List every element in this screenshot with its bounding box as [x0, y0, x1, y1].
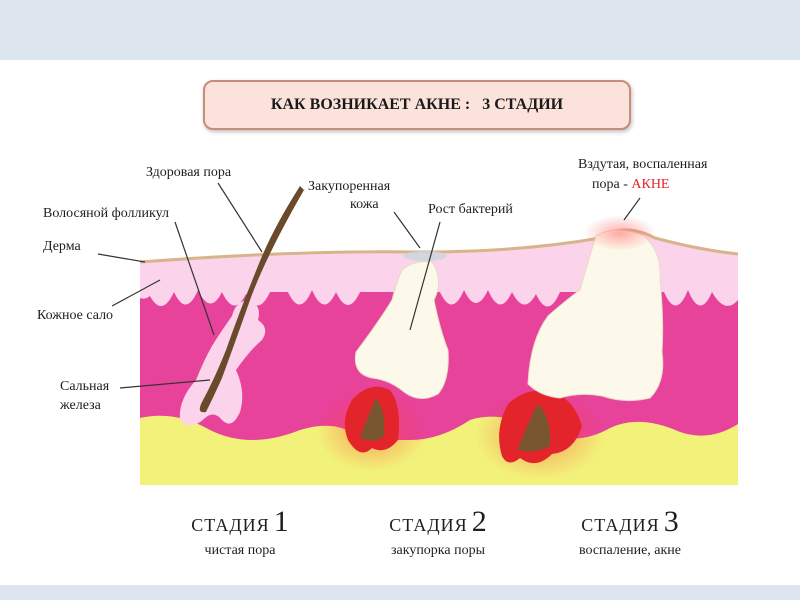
pointer-healthy-pore: [217, 182, 263, 253]
sebum-plug-2: [354, 261, 449, 399]
pointer-hair-follicle: [174, 221, 215, 336]
label-hair-follicle: Волосяной фолликул: [43, 206, 169, 221]
fat-layer: [140, 415, 738, 485]
page-title: КАК ВОЗНИКАЕТ АКНЕ : 3 СТАДИИ: [203, 80, 631, 130]
stage-2: СТАДИЯ 2 закупорка поры: [368, 505, 508, 559]
label-acne-word: АКНЕ: [631, 177, 670, 192]
stage-1: СТАДИЯ 1 чистая пора: [175, 505, 305, 559]
follicle-3: [518, 404, 551, 452]
stage-1-caption: чистая пора: [204, 543, 276, 558]
pointer-sebum: [111, 279, 161, 307]
stage-3: СТАДИЯ 3 воспаление, акне: [555, 505, 705, 559]
pointer-clogged: [393, 211, 421, 249]
top-band: [0, 0, 800, 60]
stage-2-caption: закупорка поры: [390, 543, 486, 558]
follicle-2: [360, 398, 385, 441]
label-dermis: Дерма: [43, 239, 81, 254]
stage-1-number: 1: [273, 505, 289, 538]
pointer-bacteria: [409, 221, 441, 331]
label-clogged-skin-2: кожа: [350, 197, 379, 212]
bottom-band: [0, 585, 800, 600]
label-clogged-skin-1: Закупоренная: [308, 179, 391, 194]
label-inflamed-pore-1: Вздутая, воспаленная: [578, 157, 708, 172]
stage-1-word: СТАДИЯ: [191, 515, 270, 535]
stage-3-number: 3: [663, 505, 679, 538]
pointer-gland: [119, 379, 211, 389]
label-pore-prefix: пора -: [592, 177, 632, 192]
skin-surface: [139, 228, 739, 264]
label-sebaceous-gland-2: железа: [60, 398, 101, 413]
sebum-plug-3: [527, 229, 664, 402]
label-sebaceous-gland-1: Сальная: [60, 379, 110, 394]
acne-glow: [584, 215, 656, 251]
label-healthy-pore: Здоровая пора: [146, 165, 232, 180]
label-bacteria-growth: Рост бактерий: [428, 202, 513, 217]
label-sebum: Кожное сало: [37, 308, 114, 323]
hair-shaft-1: [199, 186, 304, 413]
pointer-dermis: [97, 253, 146, 263]
clogged-pore-highlight: [403, 251, 447, 261]
stage-2-number: 2: [471, 505, 487, 538]
stage-3-caption: воспаление, акне: [578, 543, 682, 558]
label-inflamed-pore-2: пора - АКНЕ: [592, 176, 670, 193]
stage-2-word: СТАДИЯ: [389, 515, 468, 535]
stage-3-word: СТАДИЯ: [581, 515, 660, 535]
pointer-acne: [623, 197, 641, 221]
